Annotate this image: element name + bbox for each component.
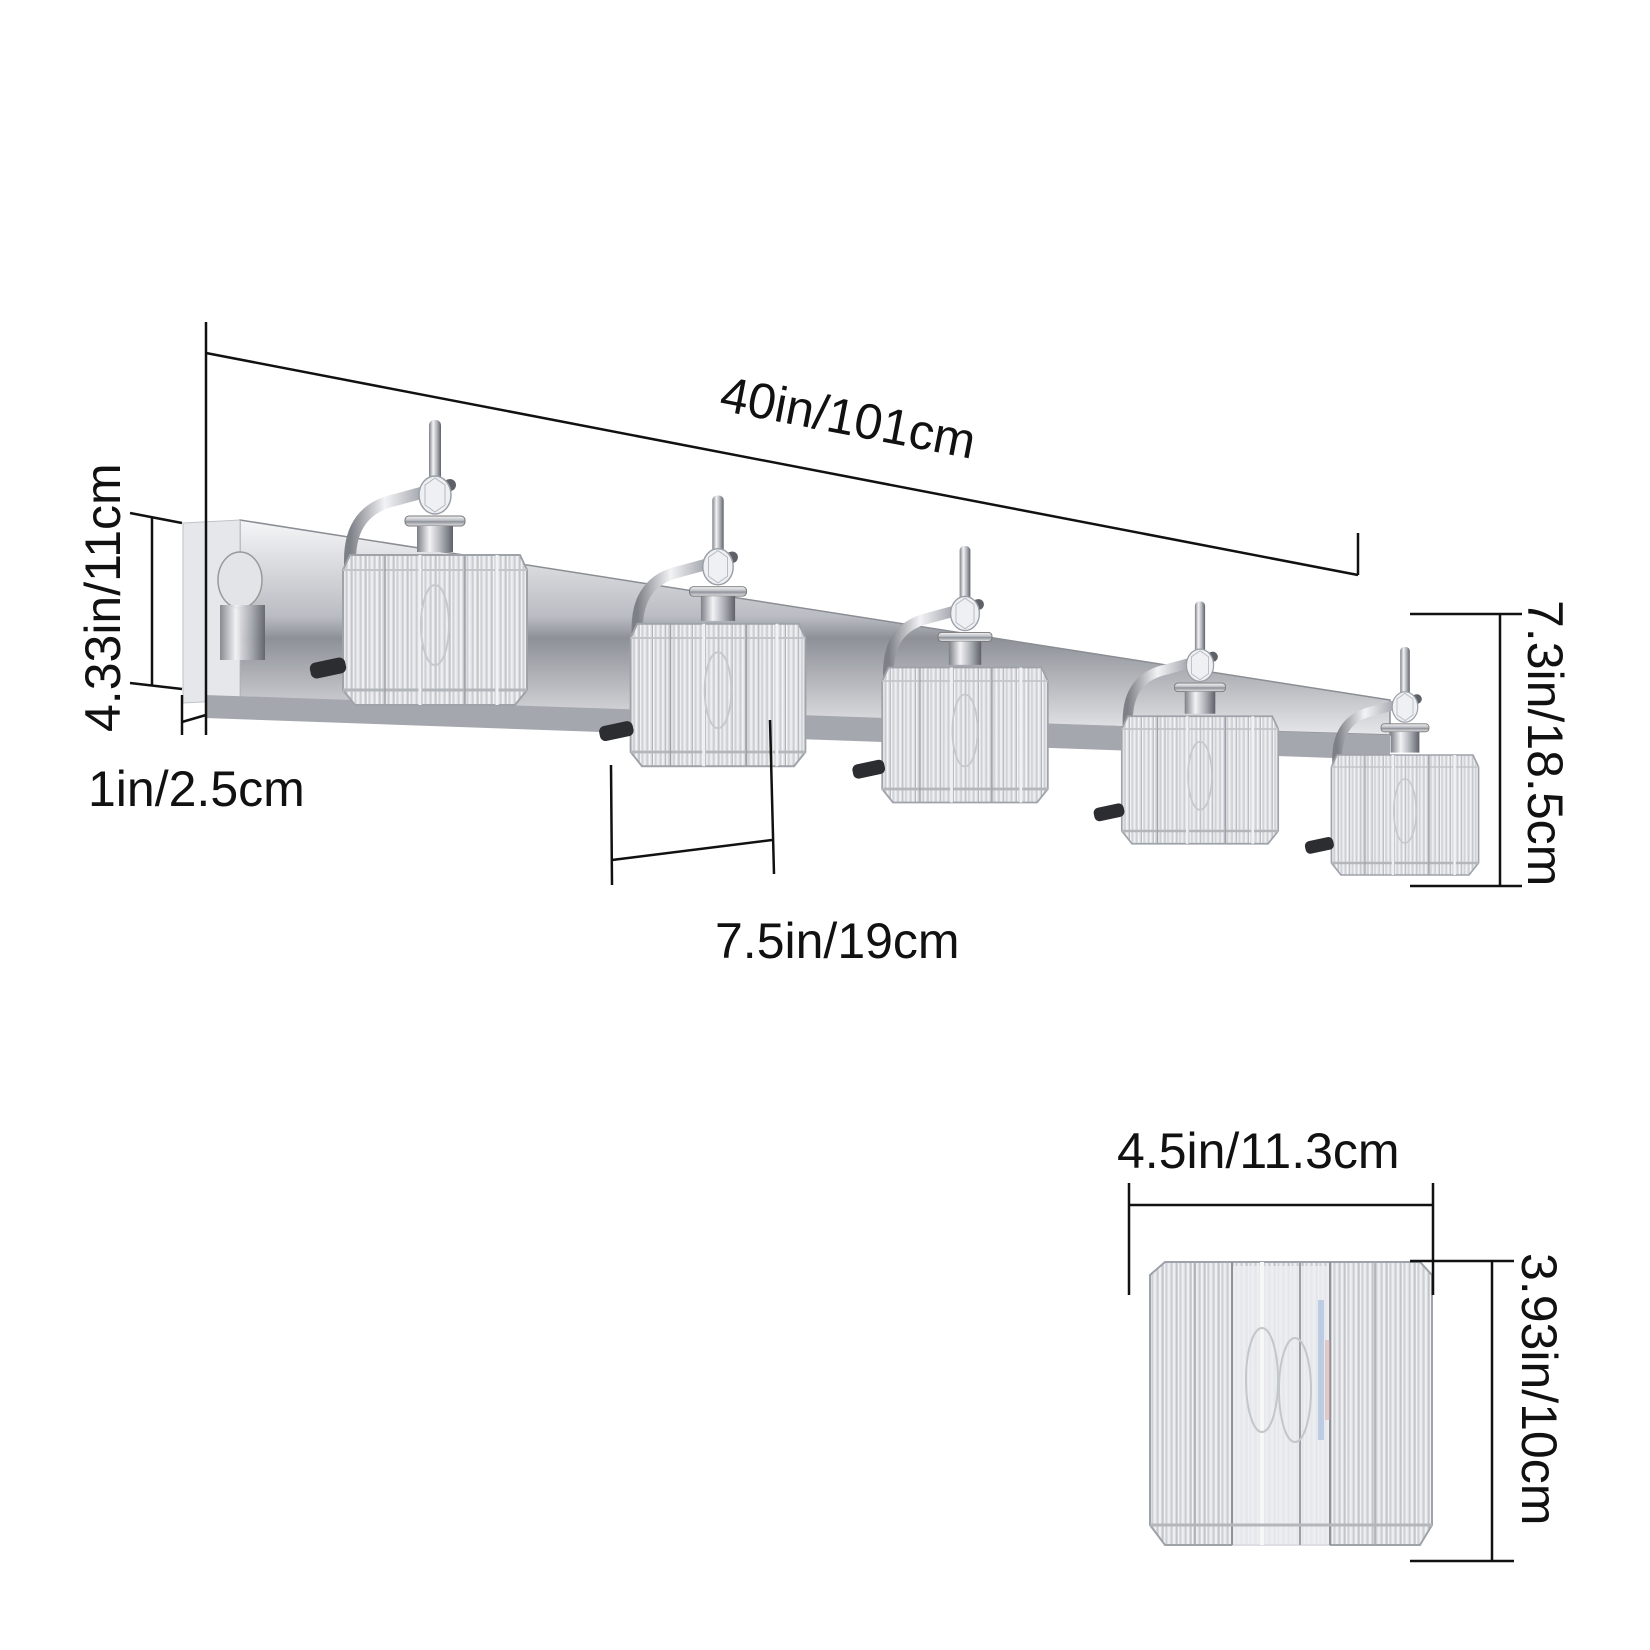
label-fixture-height: 7.3in/18.5cm [1517, 600, 1573, 886]
label-light-spacing: 7.5in/19cm [715, 913, 960, 969]
label-backplate-height: 4.33in/11cm [75, 463, 131, 732]
shade-detail [1149, 1261, 1433, 1546]
lamp-5 [1304, 647, 1479, 875]
end-finial [217, 551, 265, 660]
shade-dimension-lines [1127, 1183, 1514, 1563]
vanity-fixture [182, 420, 1479, 875]
label-backplate-depth: 1in/2.5cm [88, 761, 305, 817]
label-overall-length: 40in/101cm [716, 366, 980, 470]
label-shade-width: 4.5in/11.3cm [1117, 1123, 1400, 1179]
label-shade-height: 3.93in/10cm [1511, 1253, 1567, 1525]
dimension-lines [129, 322, 1522, 888]
